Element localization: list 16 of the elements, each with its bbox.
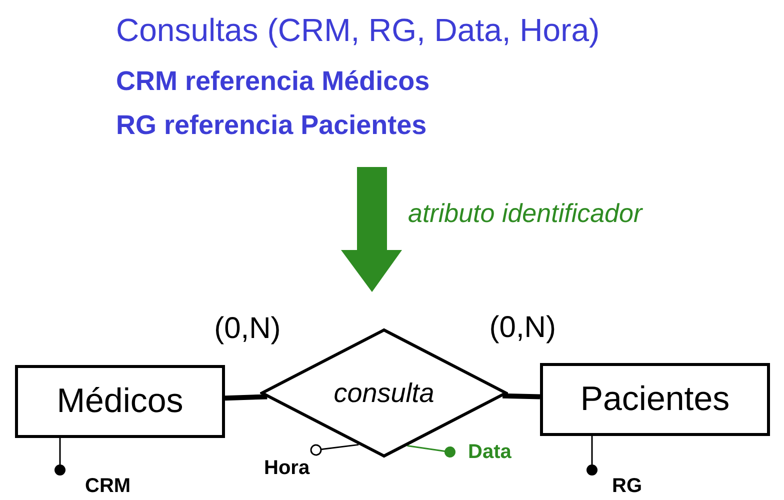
attribute-label: CRM xyxy=(60,470,160,498)
entity-box: Pacientes xyxy=(540,363,770,436)
attribute-label: RG xyxy=(592,470,672,498)
relationship-line xyxy=(224,394,268,401)
attribute-line xyxy=(310,444,359,456)
relationship-line xyxy=(502,393,540,400)
attribute-line xyxy=(586,436,598,476)
entity-box: Médicos xyxy=(15,365,225,438)
arrow-label: atributo identificador xyxy=(408,198,642,229)
foreign-key-note: RG referencia Pacientes xyxy=(116,110,427,141)
attribute-line xyxy=(54,438,66,476)
attribute-label: Data xyxy=(450,438,540,466)
attribute-line xyxy=(407,445,456,458)
foreign-key-note: CRM referencia Médicos xyxy=(116,66,430,97)
attribute-label: Hora xyxy=(246,446,318,480)
relation-schema: Consultas (CRM, RG, Data, Hora) xyxy=(116,12,600,49)
